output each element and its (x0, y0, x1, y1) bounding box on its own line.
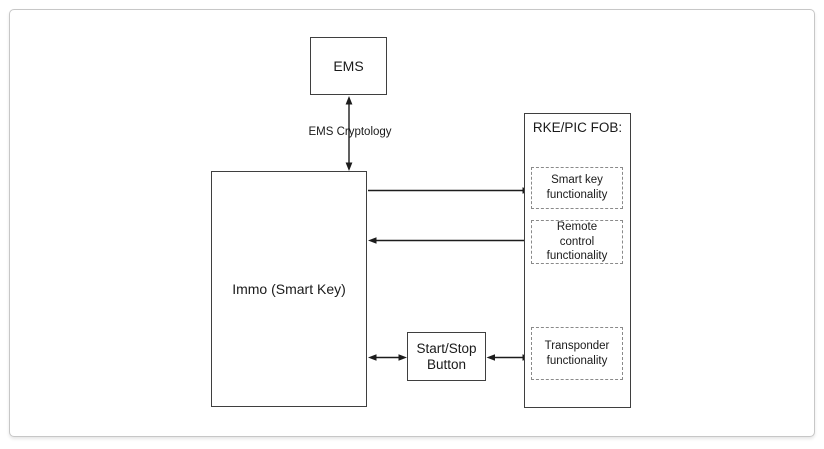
node-smart-key-functionality: Smart key functionality (531, 167, 623, 209)
node-transponder-functionality: Transponder functionality (531, 327, 623, 380)
rke-pic-fob-title: RKE/PIC FOB: (532, 120, 623, 135)
edge-label-ems-cryptology: EMS Cryptology (308, 126, 392, 138)
remote-control-functionality-label: Remote control functionality (546, 220, 608, 263)
node-immo-smart-key: Immo (Smart Key) (211, 171, 367, 407)
node-start-stop-button: Start/Stop Button (407, 332, 486, 381)
node-start-stop-label: Start/Stop Button (416, 340, 477, 372)
transponder-functionality-label: Transponder functionality (544, 339, 610, 367)
node-immo-label: Immo (Smart Key) (232, 280, 346, 297)
node-remote-control-functionality: Remote control functionality (531, 220, 623, 264)
node-ems-label: EMS (333, 57, 364, 74)
node-ems: EMS (310, 37, 387, 95)
smart-key-functionality-label: Smart key functionality (546, 174, 608, 201)
